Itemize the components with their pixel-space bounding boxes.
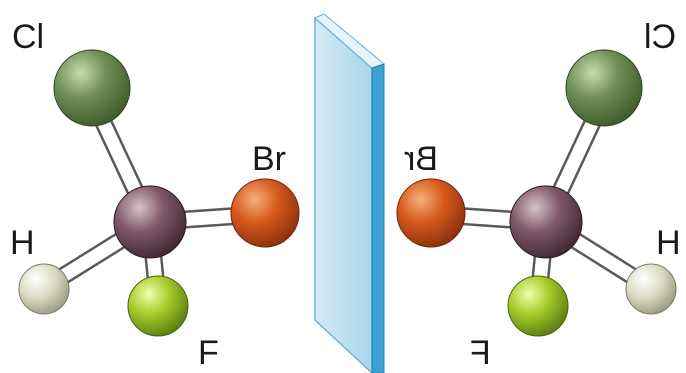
mirror-side-edge <box>371 63 385 373</box>
mirror-face <box>314 16 373 373</box>
left-molecule <box>18 49 300 337</box>
right-fluorine-atom <box>507 275 569 337</box>
left-carbon-atom <box>113 185 187 259</box>
left-bromine-atom <box>230 178 300 248</box>
left-fluorine-atom <box>127 275 189 337</box>
left-hydrogen-atom <box>18 263 70 315</box>
right-bromine-label: Br <box>404 140 438 178</box>
left-fluorine-label: F <box>198 334 219 372</box>
right-molecule <box>396 49 677 337</box>
left-hydrogen-label: H <box>10 224 35 262</box>
right-bromine-atom <box>396 178 466 248</box>
right-carbon-atom <box>509 185 583 259</box>
left-chlorine-atom <box>53 49 131 127</box>
left-bromine-label: Br <box>252 140 286 178</box>
left-chlorine-label: Cl <box>12 18 45 56</box>
mirror-plane <box>314 13 386 373</box>
right-hydrogen-label: H <box>656 224 681 262</box>
right-chlorine-atom <box>565 49 643 127</box>
right-fluorine-label: F <box>470 334 491 372</box>
right-hydrogen-atom <box>625 263 677 315</box>
right-chlorine-label: Cl <box>644 18 677 56</box>
